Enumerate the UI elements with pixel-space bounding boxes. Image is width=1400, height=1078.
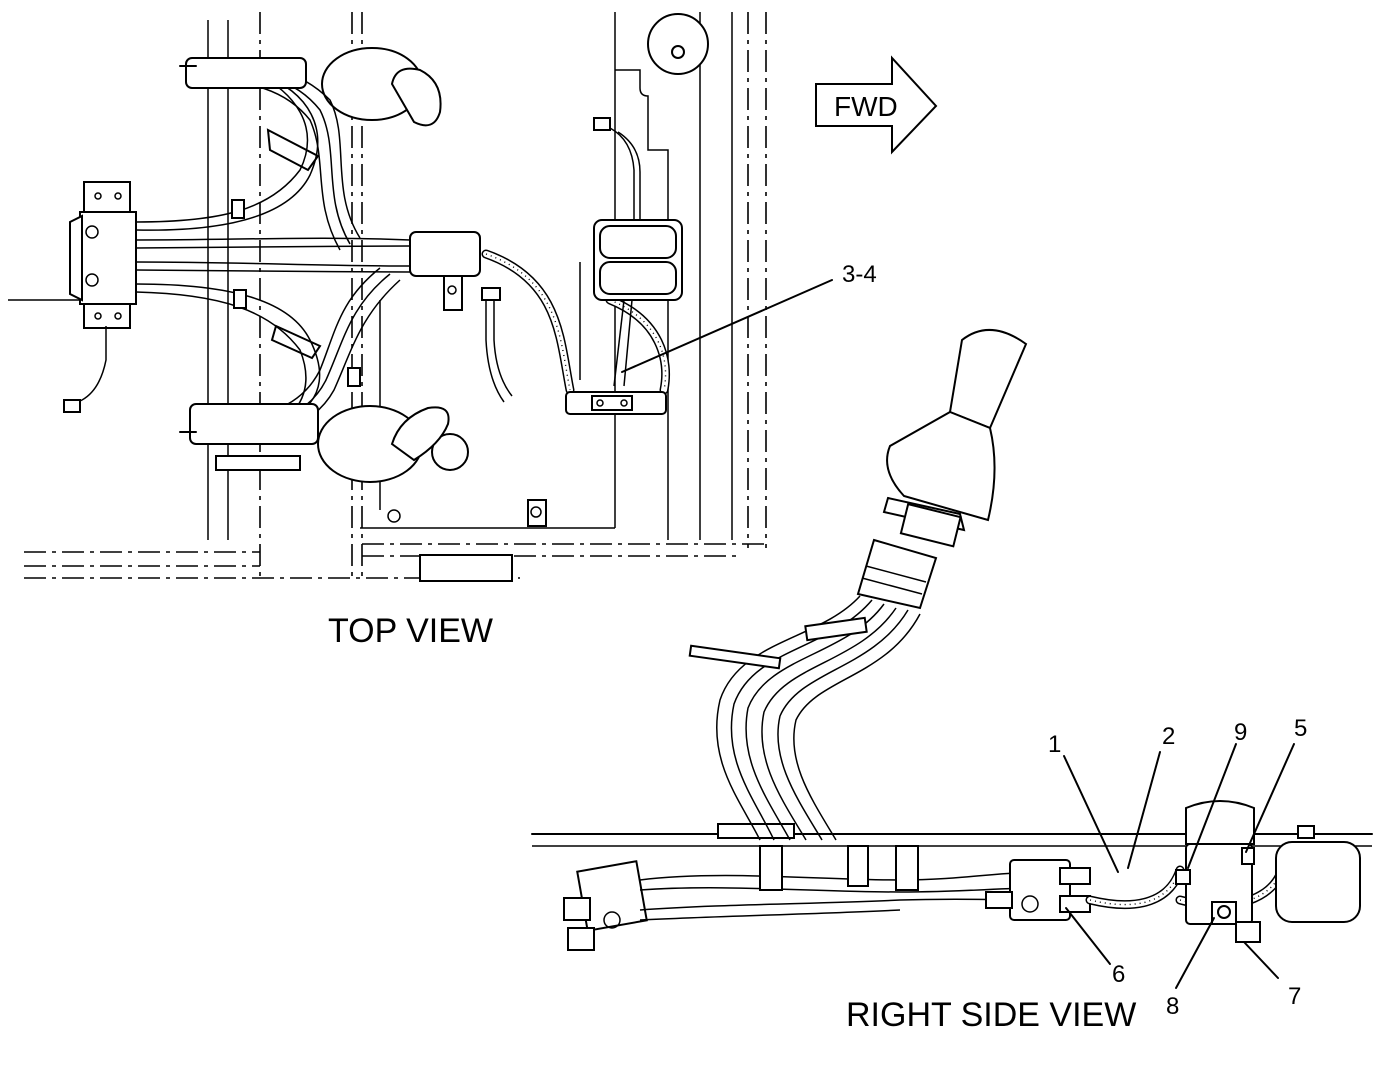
- top-view-frame: [8, 12, 767, 582]
- upper-joystick: [266, 47, 442, 172]
- fwd-label: FWD: [834, 91, 898, 122]
- callout-6: 6: [1112, 961, 1125, 988]
- top-brackets: [231, 199, 361, 387]
- callout-3-4: 3-4: [621, 261, 877, 373]
- side-under-floor: [563, 845, 1041, 951]
- callout-9: 9: [1234, 719, 1247, 746]
- top-center-valve: [409, 231, 513, 403]
- side-right-module: [1175, 800, 1361, 943]
- side-center-valve: [985, 859, 1091, 921]
- lower-joystick: [215, 324, 450, 483]
- callout-7: 7: [1288, 983, 1301, 1010]
- fwd-arrow: FWD: [815, 55, 938, 155]
- top-view-label: TOP VIEW: [328, 612, 493, 650]
- top-view: FWD 3-4 TOP VIEW: [8, 12, 938, 650]
- top-right-module: [579, 117, 683, 387]
- callout-2: 2: [1162, 723, 1175, 750]
- callout-1: 1: [1048, 731, 1061, 758]
- side-callout-lines: [1063, 743, 1295, 989]
- callout-3-4-label: 3-4: [842, 261, 877, 288]
- top-dotted-hose: [481, 249, 671, 415]
- callout-5: 5: [1294, 715, 1307, 742]
- top-left-manifold: [63, 181, 137, 413]
- right-side-view: 1 2 9 5 6 8 7 RIGHT SIDE VIEW: [531, 328, 1373, 1034]
- side-hose-bundle: [688, 595, 921, 841]
- callout-8: 8: [1166, 993, 1179, 1020]
- side-joystick: [856, 328, 1028, 610]
- top-hoses: [135, 57, 411, 445]
- right-side-view-label: RIGHT SIDE VIEW: [846, 996, 1136, 1034]
